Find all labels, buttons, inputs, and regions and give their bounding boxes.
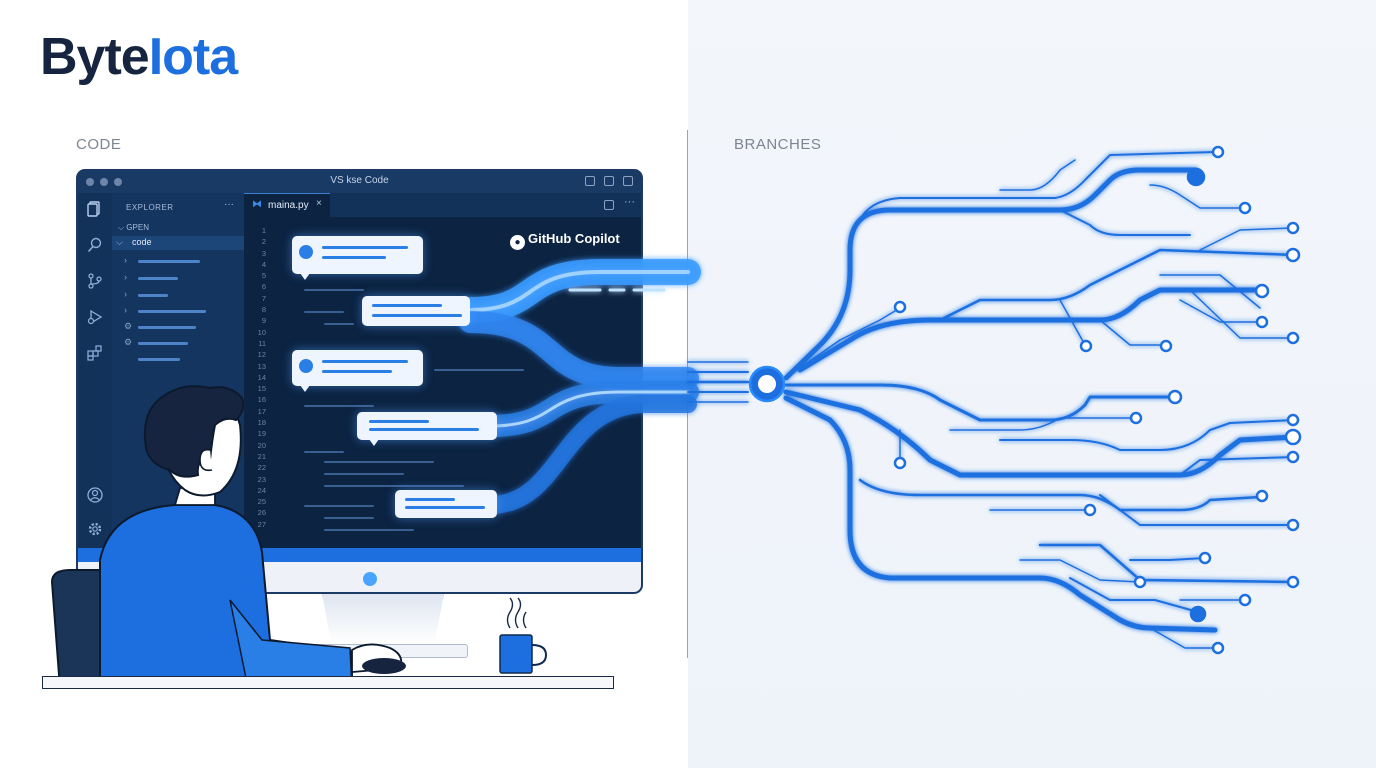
- file-row[interactable]: [138, 260, 200, 263]
- search-icon[interactable]: [87, 237, 103, 253]
- code-line: [324, 485, 464, 487]
- layout-split-icon[interactable]: [623, 176, 633, 186]
- explorer-title: EXPLORER: [126, 203, 174, 212]
- window-title: VS kse Code: [330, 175, 389, 186]
- copilot-avatar-icon: [299, 359, 313, 373]
- tab-strip: ···: [330, 193, 641, 217]
- layout-sidebar-icon[interactable]: [585, 176, 595, 186]
- brand-name-part2: Iota: [148, 28, 238, 86]
- data-stream-highlight: [468, 270, 690, 312]
- account-icon[interactable]: [87, 487, 103, 503]
- window-close-dot[interactable]: [86, 178, 94, 186]
- data-stream: [481, 395, 697, 514]
- window-titlebar: VS kse Code: [78, 171, 641, 193]
- file-row[interactable]: [138, 277, 178, 280]
- explorer-menu-button[interactable]: ···: [224, 199, 234, 210]
- activity-bar: [78, 193, 112, 548]
- file-row[interactable]: [138, 310, 206, 313]
- desk: [42, 676, 614, 689]
- window-minimize-dot[interactable]: [100, 178, 108, 186]
- tab-filename: maina.py: [268, 200, 309, 211]
- split-editor-icon[interactable]: [604, 200, 614, 210]
- code-line: [304, 505, 374, 507]
- chevron-right-icon[interactable]: ›: [124, 255, 127, 265]
- vscode-file-icon: ⧓: [252, 199, 262, 210]
- copilot-chat-bubble: [292, 236, 423, 280]
- brand-name-part1: Byte: [40, 28, 150, 86]
- code-section-label: CODE: [76, 136, 122, 153]
- copilot-chat-bubble: [292, 350, 423, 392]
- file-row[interactable]: [138, 294, 168, 297]
- code-suggestion-bubble: [395, 490, 497, 518]
- code-line: [324, 529, 414, 531]
- chevron-down-icon: ⌵: [116, 237, 123, 247]
- code-line: [434, 369, 524, 371]
- file-row[interactable]: [138, 342, 188, 345]
- copilot-name: GitHub Copilot: [528, 231, 620, 246]
- code-line: [324, 517, 374, 519]
- code-suggestion-bubble: [362, 296, 470, 326]
- source-control-icon[interactable]: [87, 273, 103, 289]
- branches-section-label: BRANCHES: [734, 136, 822, 153]
- copilot-avatar-icon: [299, 245, 313, 259]
- tab-maina-py[interactable]: ⧓ maina.py ×: [244, 193, 330, 218]
- file-gear-icon: ⚙: [124, 321, 133, 331]
- folder-code-row[interactable]: ⌵ code: [112, 236, 244, 250]
- files-icon[interactable]: [87, 201, 103, 217]
- copilot-label: ●GitHub Copilot: [510, 231, 620, 250]
- folder-code-label: code: [132, 237, 152, 247]
- code-line: [324, 473, 404, 475]
- open-editors-section[interactable]: ⌵ GPEN: [118, 223, 149, 232]
- file-row[interactable]: [138, 358, 180, 361]
- chevron-right-icon[interactable]: ›: [124, 305, 127, 315]
- github-logo-icon: ●: [510, 235, 525, 250]
- code-line: [304, 311, 344, 313]
- chevron-right-icon[interactable]: ›: [124, 289, 127, 299]
- chevron-right-icon[interactable]: ›: [124, 272, 127, 282]
- data-stream-highlight: [488, 390, 690, 428]
- code-line: [324, 323, 354, 325]
- window-maximize-dot[interactable]: [114, 178, 122, 186]
- power-light-icon: [363, 572, 377, 586]
- file-gear-icon: ⚙: [124, 337, 133, 347]
- extensions-icon[interactable]: [87, 345, 103, 361]
- developer-figure: [99, 385, 406, 689]
- coffee-mug-icon: [499, 597, 548, 674]
- layout-panel-icon[interactable]: [604, 176, 614, 186]
- run-debug-icon[interactable]: [87, 309, 103, 325]
- code-suggestion-bubble: [357, 412, 497, 446]
- brand-logo: ByteIota: [40, 26, 238, 88]
- data-stream: [459, 311, 699, 389]
- editor-menu-button[interactable]: ···: [624, 196, 635, 208]
- file-row[interactable]: [138, 326, 196, 329]
- tab-close-button[interactable]: ×: [316, 198, 322, 209]
- code-line: [304, 289, 364, 291]
- code-line: [304, 451, 344, 453]
- code-line: [304, 405, 374, 407]
- line-numbers: 1 2 3 4 5 6 7 8 9 10 11 12 13 14 15 16 1…: [257, 226, 266, 529]
- settings-icon[interactable]: [87, 521, 103, 537]
- code-line: [324, 461, 434, 463]
- open-editors-label: GPEN: [126, 223, 149, 232]
